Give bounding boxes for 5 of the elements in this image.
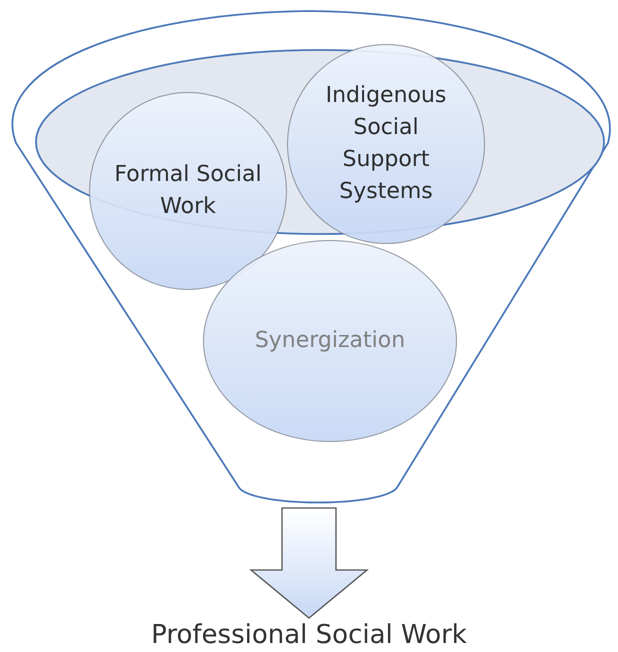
result-label: Professional Social Work: [100, 620, 518, 652]
circle-label: Formal Social Work: [113, 161, 263, 221]
circle-label: Synergization: [254, 327, 406, 355]
block-arrow: [249, 507, 369, 619]
circle-label: Indigenous Social Support Systems: [324, 82, 448, 206]
